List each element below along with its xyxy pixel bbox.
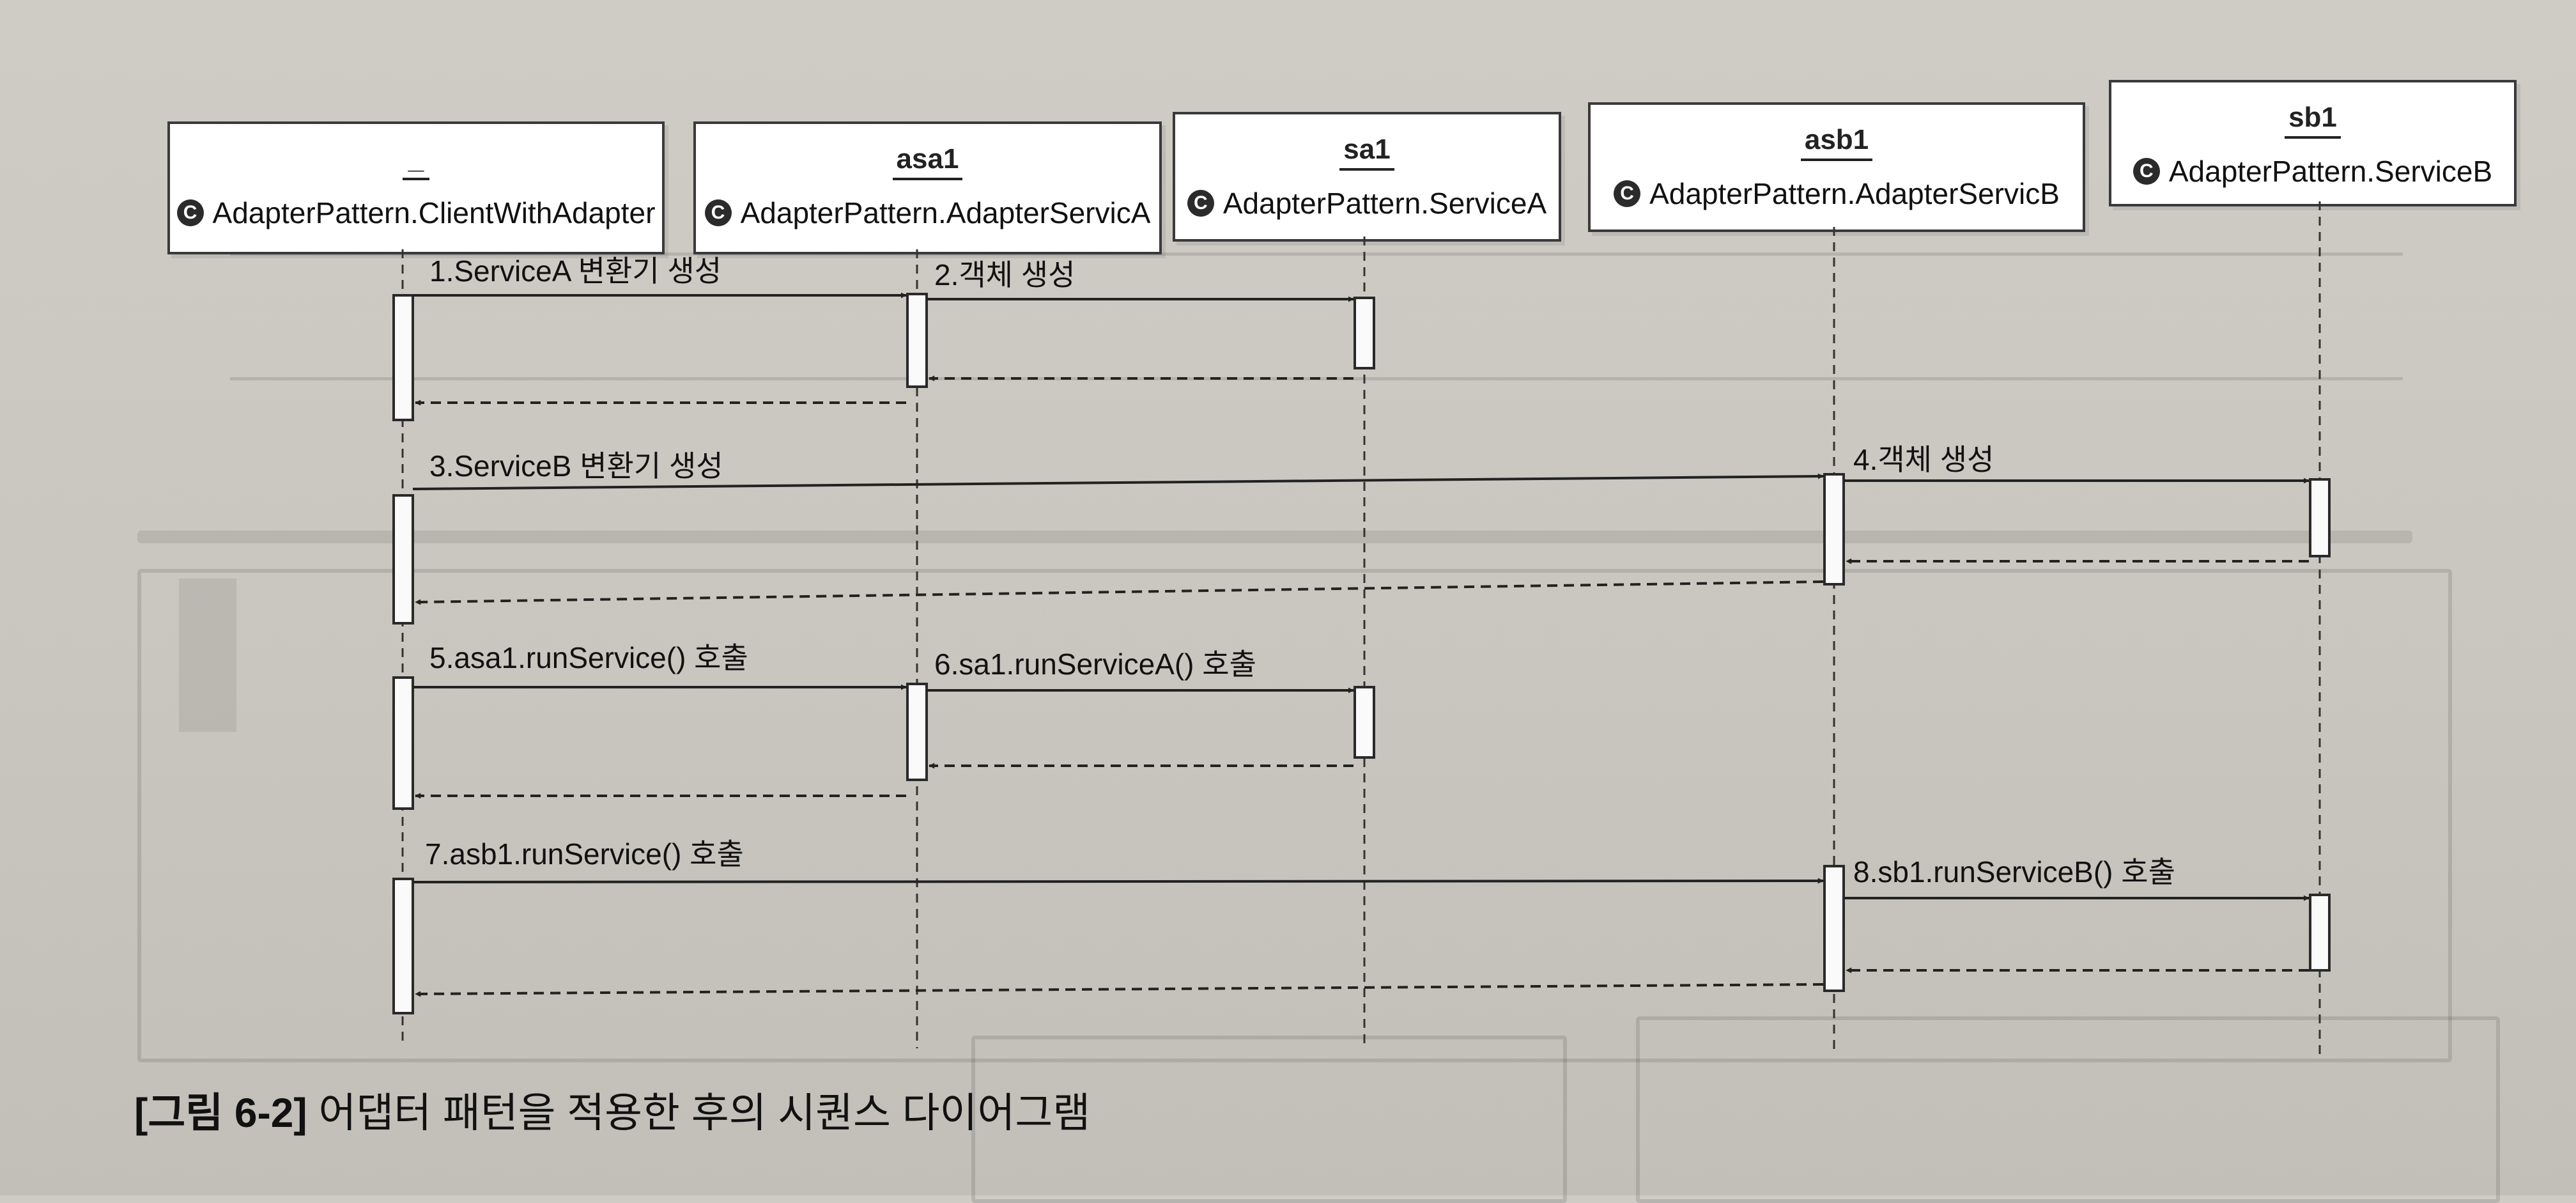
activation-bar — [392, 494, 414, 625]
class-name: AdapterPattern.ServiceA — [1222, 187, 1547, 220]
instance-name: sb1 — [2285, 102, 2341, 139]
instance-name: sa1 — [1339, 134, 1394, 171]
activation-bar — [1354, 297, 1375, 369]
message-label: 4.객체 생성 — [1853, 443, 1994, 476]
activation-bar — [392, 294, 414, 421]
instance-name: asb1 — [1800, 124, 1873, 161]
class-icon: C — [1187, 190, 1214, 217]
class-name: AdapterPattern.AdapterServicA — [740, 196, 1151, 229]
message-arrow — [412, 473, 1824, 490]
message-label: 5.asa1.runService() 호출 — [429, 641, 748, 674]
activation-bar — [392, 676, 414, 810]
activation-bar — [392, 878, 414, 1014]
lifeline-box-sa1: sa1 C AdapterPattern.ServiceA — [1173, 112, 1561, 242]
class-icon: C — [2133, 158, 2160, 185]
activation-bar — [906, 683, 928, 781]
lifeline-box-client: _ C AdapterPattern.ClientWithAdapter — [167, 121, 665, 254]
lifeline-box-asa1: asa1 C AdapterPattern.AdapterServicA — [693, 121, 1162, 254]
activation-bar — [906, 293, 928, 388]
figure-number: [그림 6-2] — [134, 1090, 307, 1136]
return-arrow — [415, 983, 1824, 997]
message-arrow — [412, 878, 1824, 884]
activation-bar — [2309, 894, 2331, 972]
class-name: AdapterPattern.ServiceB — [2168, 155, 2493, 188]
class-name: AdapterPattern.AdapterServicB — [1649, 177, 2060, 210]
return-arrow — [415, 580, 1824, 605]
bleed-through-line — [230, 252, 2403, 256]
figure-caption: [그림 6-2] 어댑터 패턴을 적용한 후의 시퀀스 다이어그램 — [134, 1080, 1090, 1139]
instance-name: _ — [403, 143, 429, 180]
lifeline-box-sb1: sb1 C AdapterPattern.ServiceB — [2109, 80, 2517, 206]
instance-name: asa1 — [892, 143, 963, 180]
bleed-through-box — [137, 569, 2452, 1062]
class-name: AdapterPattern.ClientWithAdapter — [212, 196, 656, 229]
class-icon: C — [704, 199, 732, 226]
caption-text: 어댑터 패턴을 적용한 후의 시퀀스 다이어그램 — [318, 1090, 1091, 1136]
message-label: 6.sa1.runServiceA() 호출 — [934, 648, 1256, 681]
message-label: 2.객체 생성 — [934, 258, 1075, 291]
class-icon: C — [176, 199, 204, 226]
message-label: 8.sb1.runServiceB() 호출 — [1853, 855, 2175, 889]
activation-bar — [1354, 686, 1375, 759]
lifeline-box-asb1: asb1 C AdapterPattern.AdapterServicB — [1588, 102, 2085, 232]
bleed-through-gutter — [179, 578, 236, 732]
activation-bar — [1823, 473, 1845, 586]
activation-bar — [2309, 478, 2331, 557]
message-label: 3.ServiceB 변환기 생성 — [429, 449, 723, 483]
message-label: 1.ServiceA 변환기 생성 — [429, 254, 721, 288]
activation-bar — [1823, 865, 1845, 992]
class-icon: C — [1614, 180, 1641, 207]
message-label: 7.asb1.runService() 호출 — [425, 837, 744, 871]
